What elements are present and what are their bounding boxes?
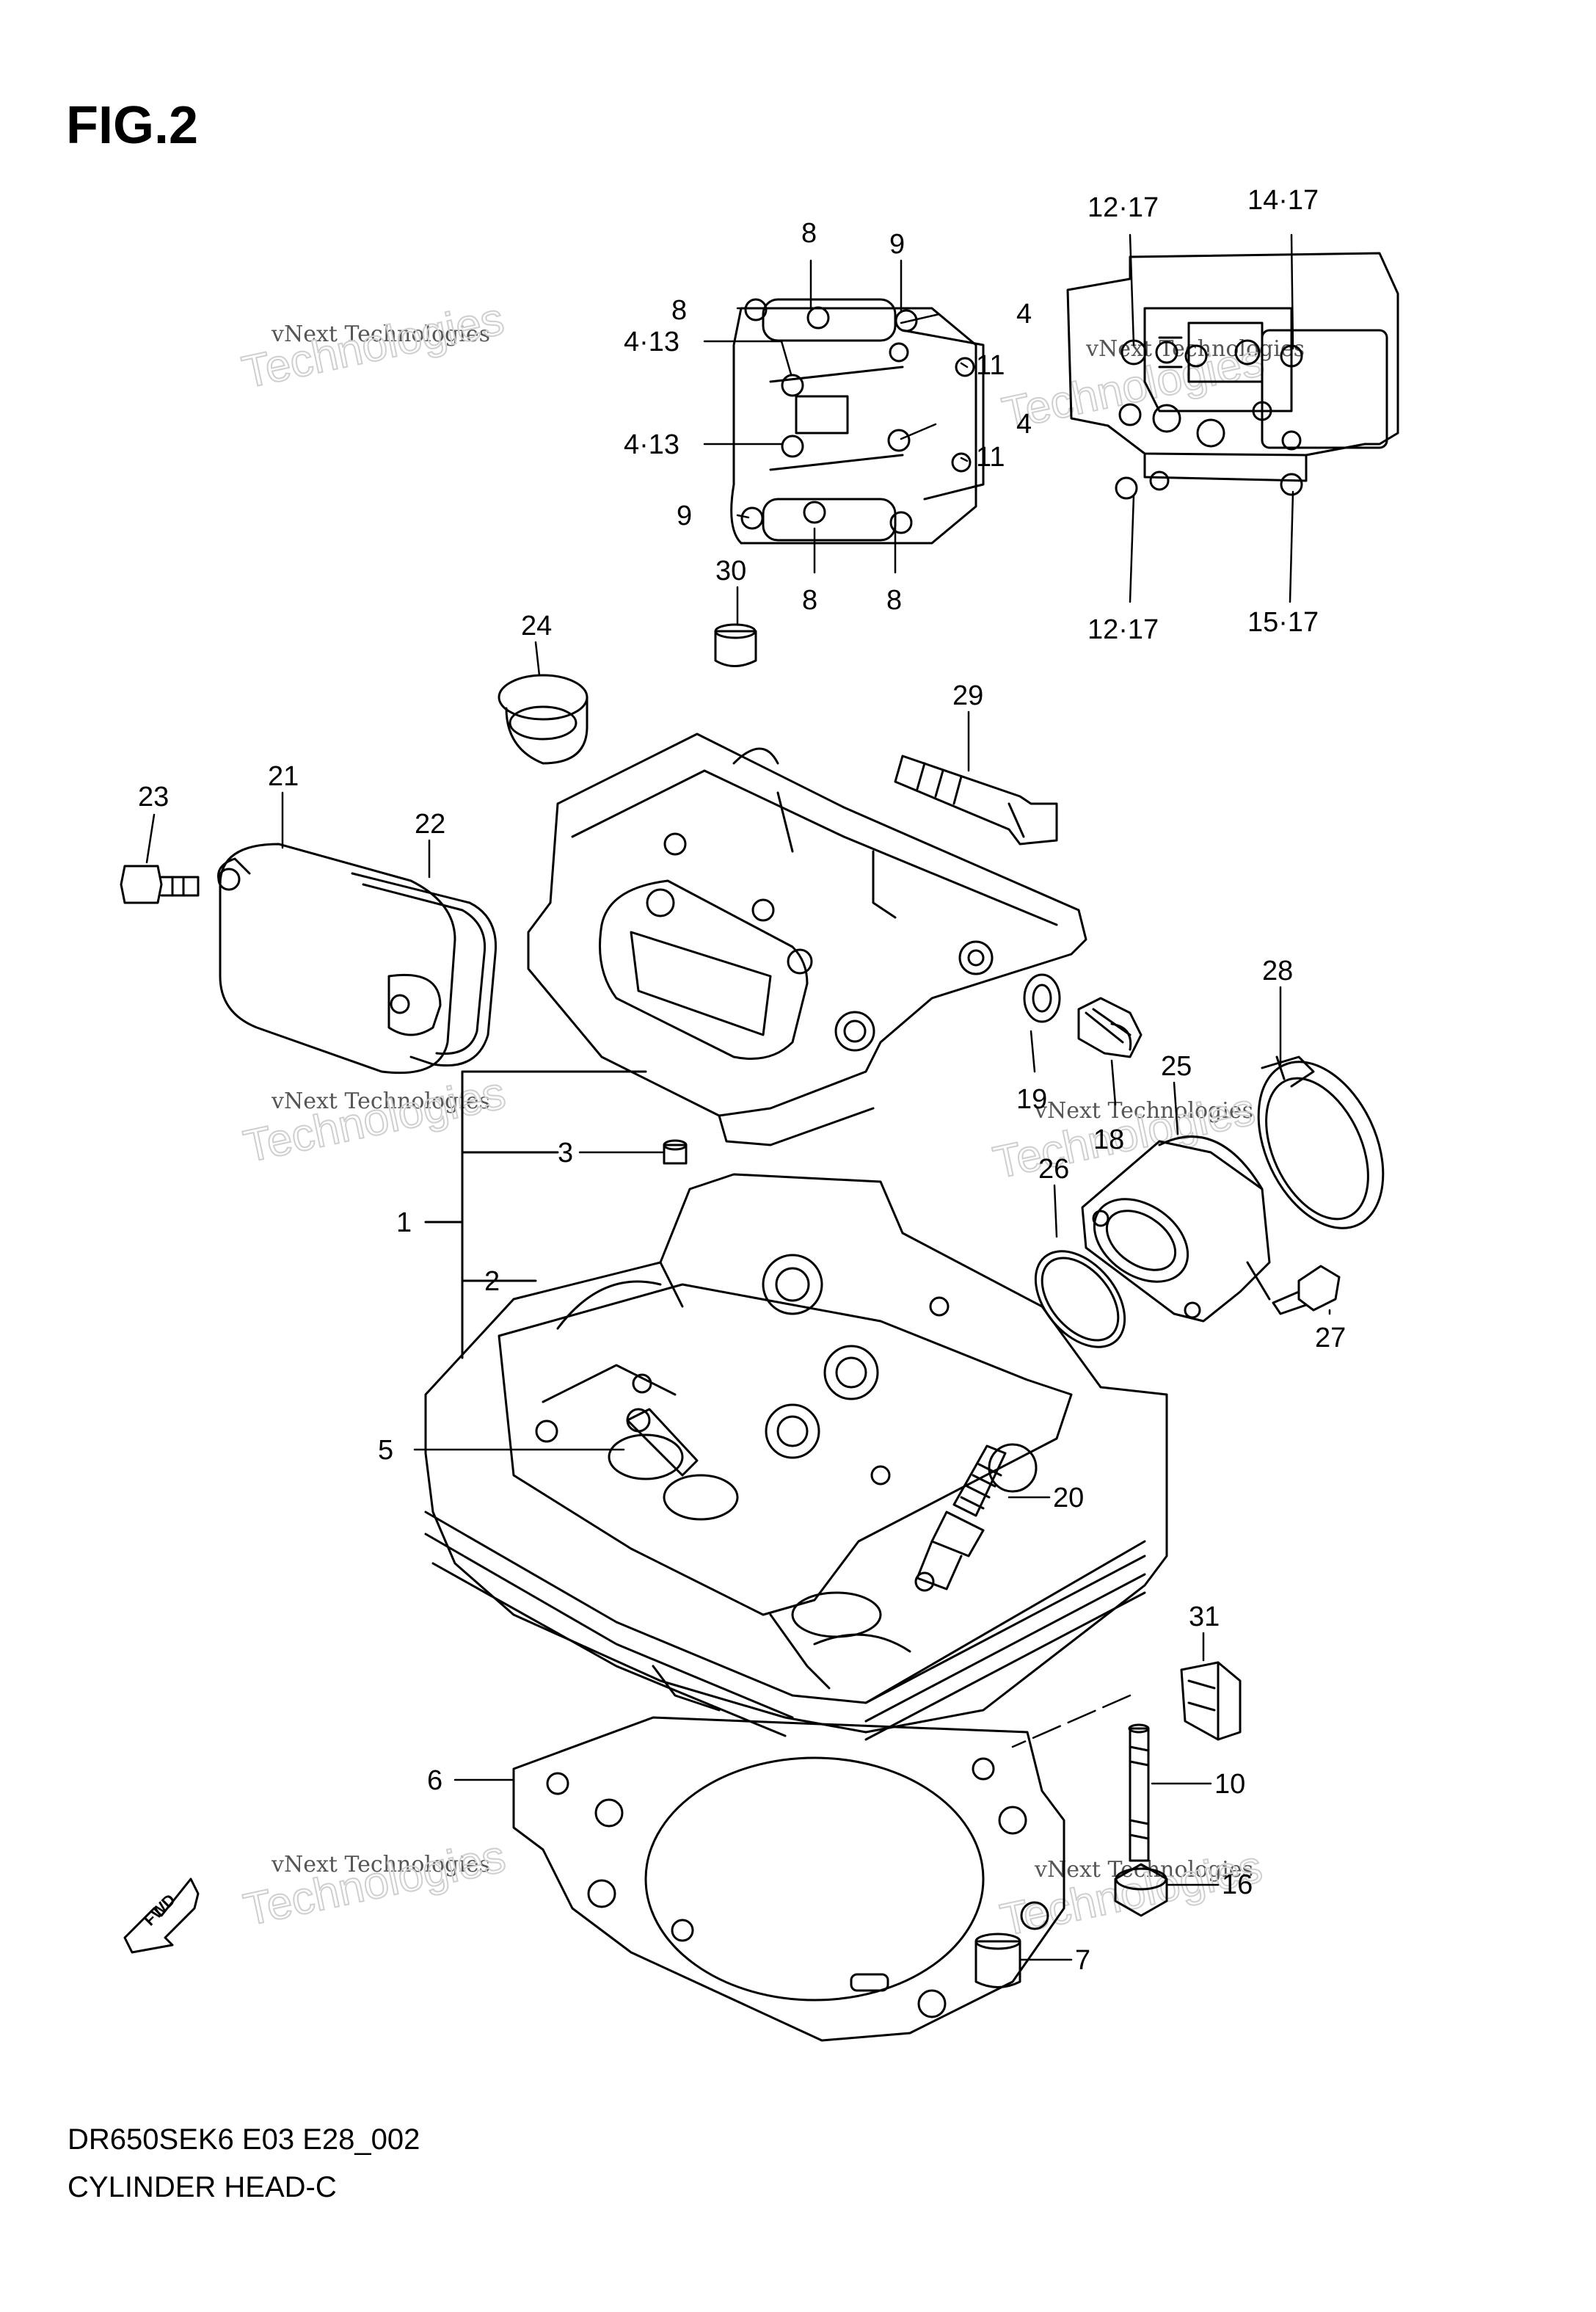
part-26-o-ring (1034, 1250, 1126, 1348)
inset-head-side-view (1066, 252, 1399, 500)
callout-label: 9 (889, 229, 905, 260)
watermark-text: vNext Technologies (271, 321, 490, 347)
callout-label: 18 (1093, 1124, 1124, 1155)
part-23-bolt (120, 865, 200, 904)
inset-head-top-view (730, 298, 985, 545)
cylinder-head-main (424, 1173, 1168, 1741)
leader-lines (145, 233, 1331, 1961)
callout-label: 6 (427, 1765, 442, 1796)
part-16-nut (1114, 1863, 1168, 1917)
part-20-spark-plug (914, 1444, 1007, 1592)
part-10-stud-bolt (1128, 1723, 1150, 1862)
callout-label: 25 (1161, 1051, 1192, 1082)
callout-label: 4·13 (624, 327, 679, 357)
part-24-seal (498, 674, 589, 765)
callout-label: 10 (1214, 1769, 1245, 1800)
callout-label: 22 (415, 809, 445, 840)
callout-label: 30 (715, 556, 746, 586)
callout-labels: 8 9 8 4 11 4·13 4·13 4 11 9 8 8 12·17 14… (138, 185, 1346, 1976)
part-29-bolt (894, 755, 1058, 846)
figure-label: FIG.2 (66, 96, 199, 155)
cylinder-head-cover (527, 733, 1087, 1146)
bracket-lines (424, 1070, 647, 1359)
part-31-block (1180, 1661, 1242, 1741)
callout-label: 8 (671, 295, 687, 326)
callout-label: 19 (1016, 1084, 1047, 1115)
part-25-intake-pipe (1081, 1135, 1271, 1323)
callout-label: 24 (521, 611, 552, 641)
callout-label: 26 (1038, 1154, 1069, 1185)
part-19-washer (1023, 973, 1061, 1023)
callout-label: 5 (378, 1435, 393, 1466)
callout-label: 11 (976, 350, 1005, 381)
part-18-plug (1077, 997, 1143, 1058)
callout-label: 4 (1016, 299, 1032, 330)
fwd-arrow-icon (123, 1877, 200, 1954)
watermark: vNext Technologies Technologies (238, 1831, 510, 1937)
callout-label: 8 (886, 585, 902, 616)
callout-label: 3 (558, 1138, 573, 1168)
callout-label: 14·17 (1247, 185, 1319, 216)
callout-label: 7 (1075, 1945, 1090, 1976)
part-5-stud (626, 1408, 699, 1477)
watermark-text: vNext Technologies (271, 1088, 490, 1114)
part-21-cover (217, 843, 456, 1075)
watermark-outline-text: Technologies (239, 1831, 509, 1936)
watermark-outline-text: Technologies (238, 294, 508, 399)
diagram-title: CYLINDER HEAD-C (68, 2171, 337, 2203)
callout-label: 4 (1016, 409, 1032, 440)
callout-label: 21 (268, 761, 299, 792)
callout-label: 2 (484, 1266, 500, 1297)
part-7-dowel-pin (974, 1933, 1021, 1988)
callout-label: 15·17 (1247, 607, 1319, 638)
callout-label: 31 (1189, 1602, 1220, 1632)
callout-label: 12·17 (1087, 614, 1159, 645)
callout-label: 8 (801, 218, 817, 249)
watermark: vNext Technologies Technologies (238, 1067, 510, 1174)
part-28-clamp (1257, 1055, 1385, 1229)
diagram-code: DR650SEK6 E03 E28_002 (68, 2123, 420, 2156)
callout-label: 28 (1262, 956, 1293, 986)
callout-label: 12·17 (1087, 192, 1159, 223)
callout-label: 4·13 (624, 429, 679, 460)
watermark-text: vNext Technologies (271, 1852, 490, 1877)
part-30-cap (714, 623, 757, 667)
part-3-dowel (663, 1139, 688, 1165)
callout-label: 8 (802, 585, 817, 616)
part-22-gasket (351, 872, 498, 1067)
callout-label: 9 (677, 501, 692, 531)
watermark-text: vNext Technologies (1034, 1098, 1253, 1124)
watermark-outline-text: Technologies (239, 1068, 509, 1173)
callout-label: 1 (396, 1207, 412, 1238)
callout-label: 16 (1222, 1869, 1253, 1900)
watermarks: vNext Technologies Technologies vNext Te… (237, 293, 1305, 1946)
callout-label: 11 (976, 442, 1005, 473)
part-27-bolt (1272, 1265, 1341, 1315)
callout-label: 27 (1315, 1323, 1346, 1353)
callout-label: 29 (952, 680, 983, 711)
watermark: vNext Technologies Technologies (237, 293, 509, 399)
part-6-gasket (512, 1716, 1065, 2042)
callout-label: 20 (1053, 1483, 1084, 1513)
callout-label: 23 (138, 782, 169, 813)
